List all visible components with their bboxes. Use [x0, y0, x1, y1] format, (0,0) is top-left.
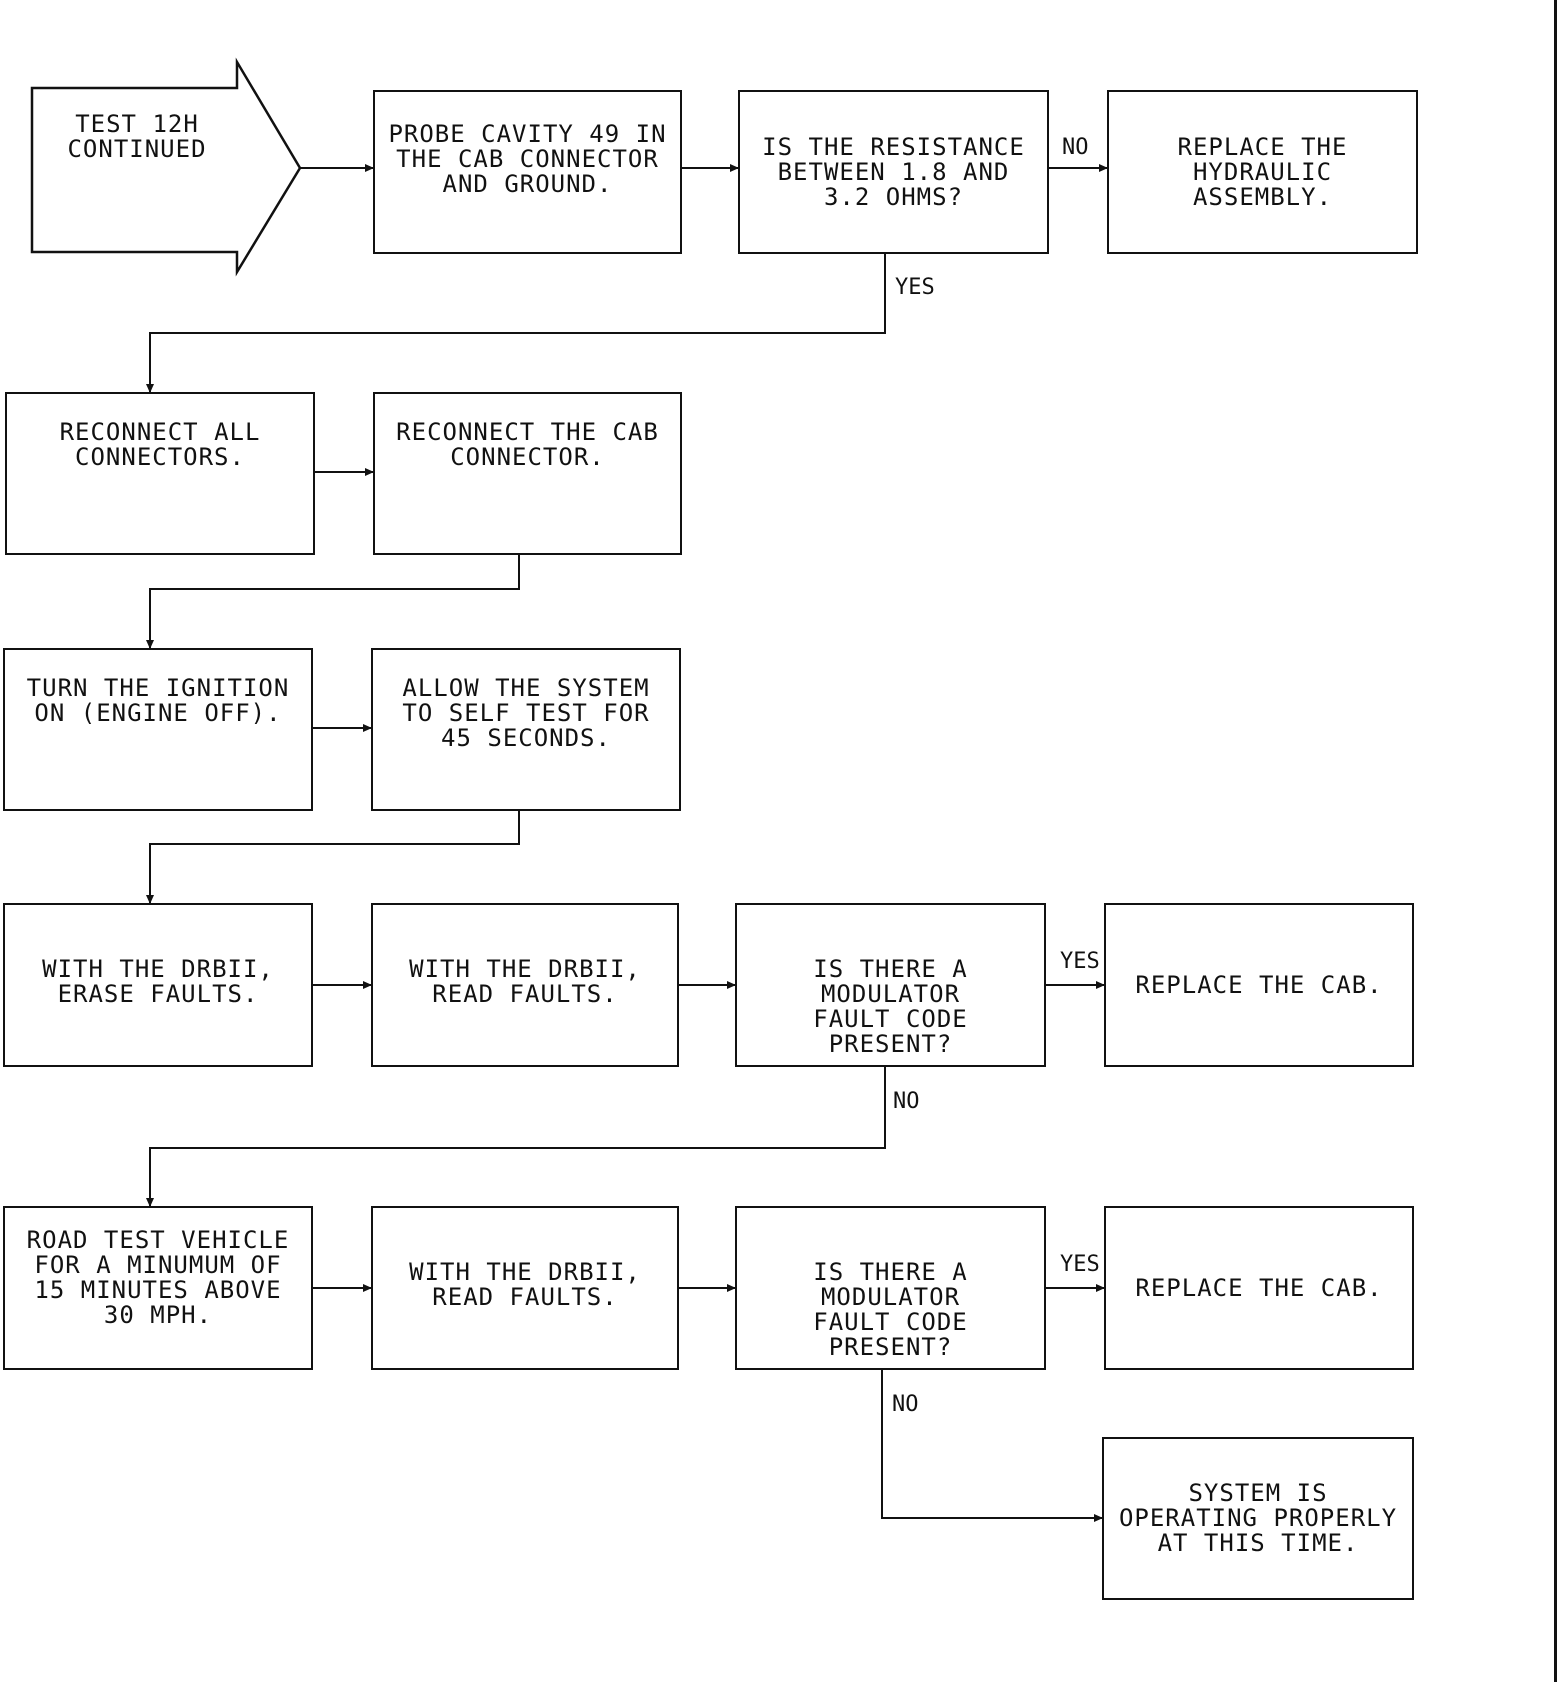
reconnect-all-text: RECONNECT ALL CONNECTORS. — [59, 418, 261, 471]
no-label-resistance: NO — [1062, 135, 1089, 160]
read-faults-step-1: WITH THE DRBII, READ FAULTS. — [371, 903, 679, 1067]
erase-faults-text: WITH THE DRBII, ERASE FAULTS. — [42, 955, 274, 1008]
reconnect-all-step: RECONNECT ALL CONNECTORS. — [5, 392, 315, 555]
system-ok-text: SYSTEM IS OPERATING PROPERLY AT THIS TIM… — [1118, 1479, 1398, 1557]
yes-label-modulator-2: YES — [1060, 1252, 1100, 1277]
no-label-modulator-2: NO — [892, 1392, 919, 1417]
modulator-decision-1: IS THERE A MODULATOR FAULT CODE PRESENT? — [735, 903, 1046, 1067]
self-test-step: ALLOW THE SYSTEM TO SELF TEST FOR 45 SEC… — [371, 648, 681, 811]
resistance-decision-text: IS THE RESISTANCE BETWEEN 1.8 AND 3.2 OH… — [762, 132, 1025, 211]
system-ok-step: SYSTEM IS OPERATING PROPERLY AT THIS TIM… — [1102, 1437, 1414, 1600]
yes-label-modulator-1: YES — [1060, 949, 1100, 974]
probe-cavity-step: PROBE CAVITY 49 IN THE CAB CONNECTOR AND… — [373, 90, 682, 254]
ignition-on-step: TURN THE IGNITION ON (ENGINE OFF). — [3, 648, 313, 811]
read-faults-text-2: WITH THE DRBII, READ FAULTS. — [409, 1258, 641, 1311]
start-label: TEST 12H CONTINUED — [67, 110, 207, 163]
road-test-text: ROAD TEST VEHICLE FOR A MINUMUM OF 15 MI… — [26, 1226, 290, 1329]
replace-hydraulic-step: REPLACE THE HYDRAULIC ASSEMBLY. — [1107, 90, 1418, 254]
read-faults-text-1: WITH THE DRBII, READ FAULTS. — [409, 955, 641, 1008]
replace-cab-step-1: REPLACE THE CAB. — [1104, 903, 1414, 1067]
modulator-decision-text-2: IS THERE A MODULATOR FAULT CODE PRESENT? — [813, 1258, 968, 1361]
replace-cab-step-2: REPLACE THE CAB. — [1104, 1206, 1414, 1370]
self-test-text: ALLOW THE SYSTEM TO SELF TEST FOR 45 SEC… — [402, 674, 650, 752]
read-faults-step-2: WITH THE DRBII, READ FAULTS. — [371, 1206, 679, 1370]
no-label-modulator-1: NO — [893, 1089, 920, 1114]
replace-hydraulic-text: REPLACE THE HYDRAULIC ASSEMBLY. — [1177, 132, 1348, 211]
road-test-step: ROAD TEST VEHICLE FOR A MINUMUM OF 15 MI… — [3, 1206, 313, 1370]
modulator-decision-text-1: IS THERE A MODULATOR FAULT CODE PRESENT? — [813, 955, 968, 1058]
start-arrow-shape — [30, 57, 302, 277]
yes-label-resistance: YES — [895, 275, 935, 300]
page-border-right — [1554, 0, 1557, 1682]
erase-faults-step: WITH THE DRBII, ERASE FAULTS. — [3, 903, 313, 1067]
ignition-on-text: TURN THE IGNITION ON (ENGINE OFF). — [26, 674, 290, 727]
replace-cab-text-1: REPLACE THE CAB. — [1135, 970, 1383, 999]
reconnect-cab-step: RECONNECT THE CAB CONNECTOR. — [373, 392, 682, 555]
reconnect-cab-text: RECONNECT THE CAB CONNECTOR. — [396, 418, 659, 471]
modulator-decision-2: IS THERE A MODULATOR FAULT CODE PRESENT? — [735, 1206, 1046, 1370]
replace-cab-text-2: REPLACE THE CAB. — [1135, 1273, 1383, 1302]
probe-cavity-text: PROBE CAVITY 49 IN THE CAB CONNECTOR AND… — [388, 120, 667, 198]
resistance-decision: IS THE RESISTANCE BETWEEN 1.8 AND 3.2 OH… — [738, 90, 1049, 254]
